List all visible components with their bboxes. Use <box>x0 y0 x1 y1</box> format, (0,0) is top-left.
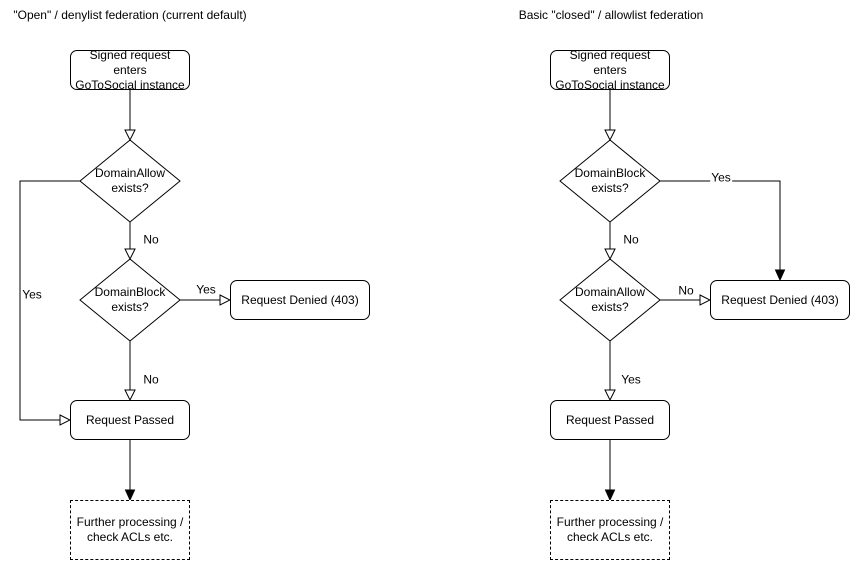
left-decision1-no-label: No <box>142 232 160 247</box>
left-start-node: Signed request enters GoToSocial instanc… <box>70 48 190 92</box>
left-further-processing-node: Further processing / check ACLs etc. <box>70 500 190 560</box>
right-decision1-yes-label: Yes <box>710 170 732 185</box>
right-denied-node: Request Denied (403) <box>710 280 850 320</box>
left-passed-node: Request Passed <box>70 400 190 440</box>
right-start-node: Signed request enters GoToSocial instanc… <box>550 48 670 92</box>
right-chart-title: Basic "closed" / allowlist federation <box>518 8 704 22</box>
left-denied-node: Request Denied (403) <box>230 280 370 320</box>
left-decision2-no-label: No <box>142 372 160 387</box>
left-edge-decision1-yes-to-passed <box>19 180 80 420</box>
right-passed-node: Request Passed <box>550 400 670 440</box>
right-edge-decision1-yes-to-denied <box>660 180 780 280</box>
right-further-processing-node: Further processing / check ACLs etc. <box>550 500 670 560</box>
left-decision2-yes-label: Yes <box>195 282 217 297</box>
left-decision2-diamond-shape <box>79 258 181 342</box>
left-decision1-diamond-shape <box>79 139 181 223</box>
right-decision1-diamond-shape <box>559 139 661 223</box>
left-chart-title: "Open" / denylist federation (current de… <box>13 8 247 22</box>
right-decision2-yes-label: Yes <box>620 372 642 387</box>
right-decision2-no-label: No <box>677 283 695 298</box>
right-decision1-no-label: No <box>622 232 640 247</box>
left-decision1-yes-label: Yes <box>21 287 43 302</box>
right-decision2-diamond-shape <box>559 258 661 342</box>
